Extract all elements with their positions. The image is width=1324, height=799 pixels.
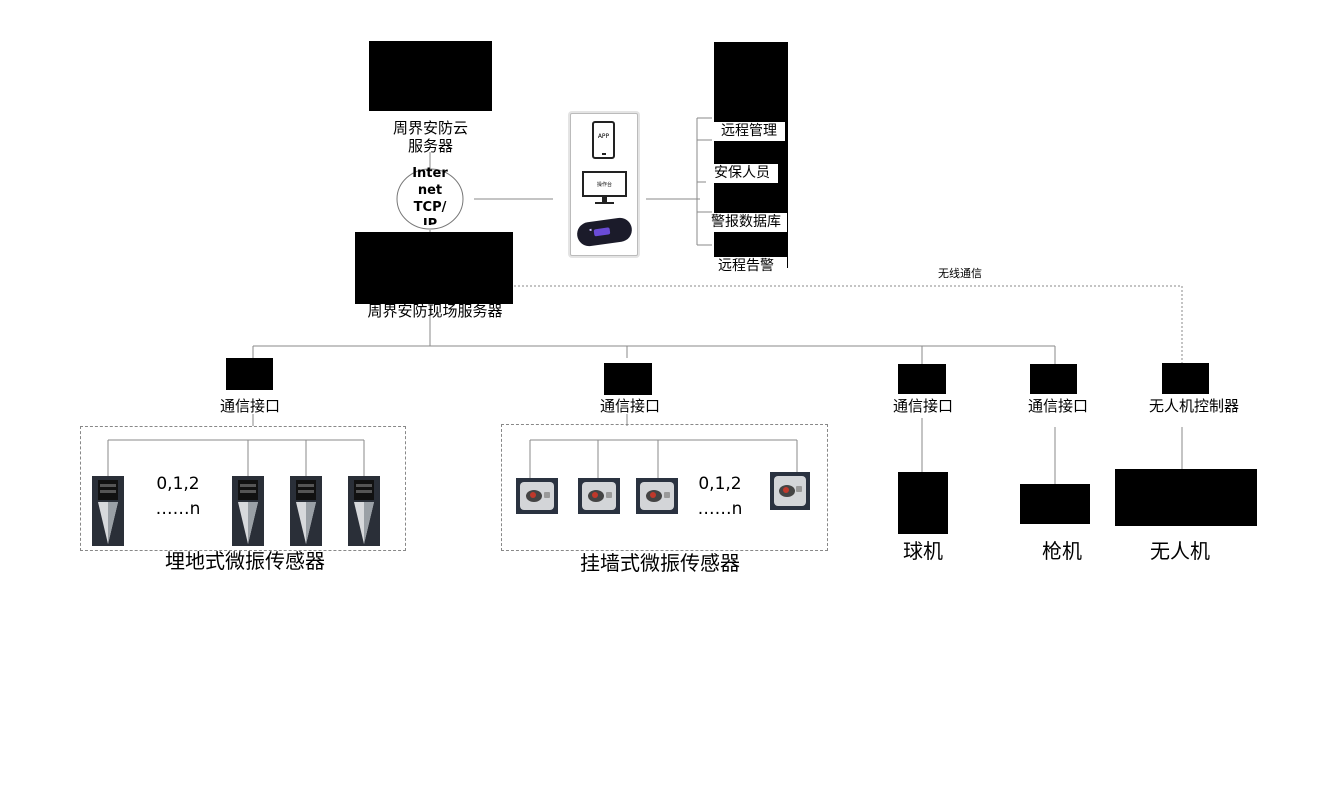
internet-text-l3: TCP/ — [413, 200, 447, 215]
alarm-database-label: 警报数据库 — [705, 213, 787, 233]
internet-text: Inter net TCP/ IP — [400, 165, 460, 225]
site-server-label: 周界安防现场服务器 — [367, 302, 503, 320]
buried-sensor-icon — [232, 476, 264, 546]
wall-sensor-icon — [770, 472, 810, 510]
console-monitor-icon: 操作台 — [582, 171, 627, 197]
internet-cloud-ellipse — [396, 168, 464, 230]
buried-sensor-icon — [348, 476, 380, 546]
wall-sensor-icon — [636, 478, 678, 514]
interface-box-2 — [604, 363, 652, 395]
internet-text-l2: net — [417, 183, 443, 198]
remote-alarm-label: 远程告警 — [705, 257, 787, 277]
cloud-server-label-line1: 周界安防云 — [392, 119, 468, 137]
security-staff-label: 安保人员 — [706, 164, 778, 184]
buried-count-line2: ……n — [155, 498, 201, 519]
interface-label-3: 通信接口 — [892, 397, 953, 415]
bullet-camera-label: 枪机 — [1042, 539, 1082, 563]
buried-sensor-label: 埋地式微振传感器 — [165, 549, 325, 573]
internet-text-l1: Inter — [412, 166, 448, 181]
wireless-label: 无线通信 — [938, 267, 982, 280]
console-label: 操作台 — [596, 182, 612, 188]
remote-manage-label: 远程管理 — [713, 122, 785, 142]
interface-label-1: 通信接口 — [219, 397, 280, 415]
dome-camera-label: 球机 — [903, 539, 943, 563]
interface-label-4: 通信接口 — [1027, 397, 1088, 415]
tablet-icon: APP — [592, 121, 615, 159]
bullet-camera-box — [1020, 484, 1090, 524]
app-label: APP — [597, 133, 610, 140]
buried-count-text: 0,1,2 ……n — [138, 472, 218, 521]
cloud-server-label-line2: 服务器 — [407, 137, 453, 155]
internet-text-l4: IP — [422, 217, 438, 225]
buried-sensor-group — [80, 426, 406, 551]
site-server-box — [355, 232, 513, 304]
wall-count-line1: 0,1,2 — [698, 474, 742, 494]
client-device-panel: APP 操作台 — [570, 113, 638, 256]
dome-camera-box — [898, 472, 948, 534]
drone-controller-box — [1162, 363, 1209, 394]
wall-sensor-label: 挂墙式微振传感器 — [580, 551, 740, 575]
interface-box-1 — [226, 358, 273, 390]
drone-label: 无人机 — [1150, 539, 1210, 563]
interface-box-4 — [1030, 364, 1077, 394]
wall-sensor-group — [501, 424, 828, 551]
buried-count-line1: 0,1,2 — [156, 474, 200, 494]
wall-sensor-icon — [516, 478, 558, 514]
wristband-icon — [575, 216, 634, 248]
interface-box-3 — [898, 364, 946, 394]
buried-sensor-icon — [290, 476, 322, 546]
drone-controller-label: 无人机控制器 — [1148, 397, 1239, 415]
drone-box — [1115, 469, 1257, 526]
buried-sensor-icon — [92, 476, 124, 546]
wall-count-text: 0,1,2 ……n — [680, 472, 760, 521]
remote-black-block — [714, 42, 788, 268]
cloud-server-box — [369, 41, 492, 111]
wall-count-line2: ……n — [697, 498, 743, 519]
interface-label-2: 通信接口 — [599, 397, 660, 415]
wall-sensor-icon — [578, 478, 620, 514]
